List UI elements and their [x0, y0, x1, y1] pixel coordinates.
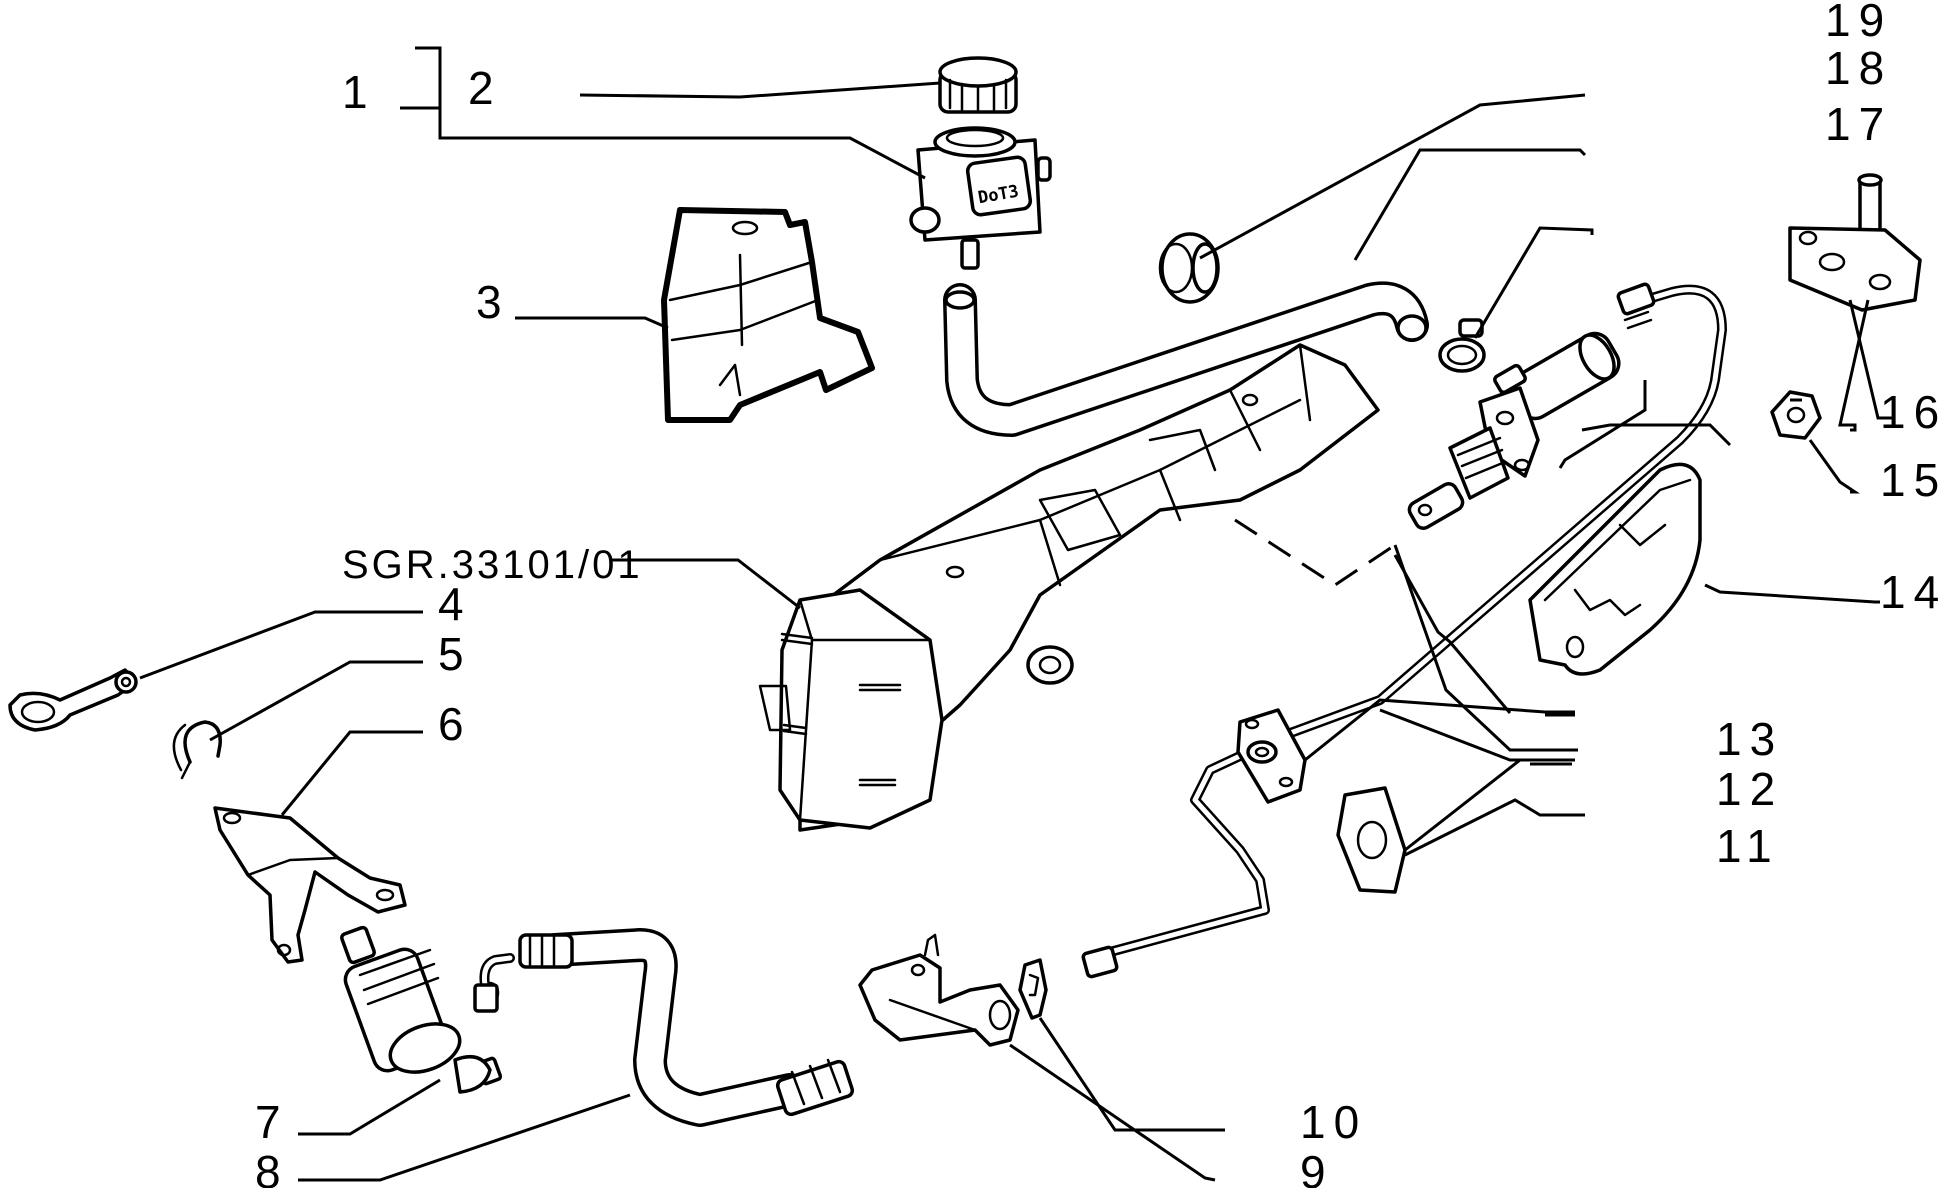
callout-11: 11 — [1716, 820, 1780, 872]
supply-hose-part — [943, 281, 1429, 437]
callout-15: 15 — [1880, 454, 1945, 506]
callout-8: 8 — [255, 1146, 289, 1188]
spring-clip-part — [1018, 958, 1048, 1020]
callout-12: 12 — [1716, 763, 1783, 815]
master-cylinder-part — [1407, 331, 1621, 530]
callout-7: 7 — [255, 1096, 289, 1148]
callout-19: 19 — [1825, 0, 1892, 46]
slave-cylinder-part — [340, 925, 503, 1094]
nut-part — [1770, 390, 1822, 440]
heat-shield-part — [661, 207, 875, 423]
bracket-16-part — [1788, 173, 1922, 312]
callout-1: 1 — [342, 66, 376, 118]
fluid-reservoir-part: DoT3 — [909, 126, 1052, 270]
callout-10: 10 — [1300, 1096, 1367, 1148]
reservoir-cap-part — [938, 56, 1018, 114]
hose-clip-part — [1438, 318, 1486, 373]
assembly-dashed-line — [1234, 518, 1396, 587]
callout-16: 16 — [1880, 386, 1945, 438]
callout-17: 17 — [1825, 98, 1892, 150]
callout-18: 18 — [1825, 42, 1892, 94]
leader-lines — [139, 46, 1895, 1182]
callout-2: 2 — [468, 62, 502, 114]
circlip-part — [172, 720, 222, 780]
callout-6: 6 — [438, 698, 472, 750]
pipe-flange-part — [1236, 708, 1307, 804]
callout-4: 4 — [438, 578, 472, 630]
gasket-part — [1336, 786, 1407, 894]
callout-14: 14 — [1880, 566, 1945, 618]
callout-9: 9 — [1300, 1146, 1334, 1188]
callout-3: 3 — [476, 276, 510, 328]
callout-5: 5 — [438, 628, 472, 680]
bracket-6-part — [213, 806, 407, 964]
flexible-hose-part — [473, 928, 855, 1127]
rigid-pipe-part — [1081, 282, 1727, 979]
diagram-reference-code: SGR.33101/01 — [342, 543, 643, 587]
callout-labels: 1 2 3 4 5 6 7 8 9 10 11 12 13 14 15 16 1… — [255, 0, 1945, 1188]
cover-part — [1528, 462, 1702, 676]
grommet-part — [1158, 232, 1220, 304]
bracket-9-part — [858, 933, 1020, 1047]
callout-13: 13 — [1716, 713, 1783, 765]
lever-part — [8, 668, 138, 732]
crossmember-part — [758, 343, 1380, 832]
